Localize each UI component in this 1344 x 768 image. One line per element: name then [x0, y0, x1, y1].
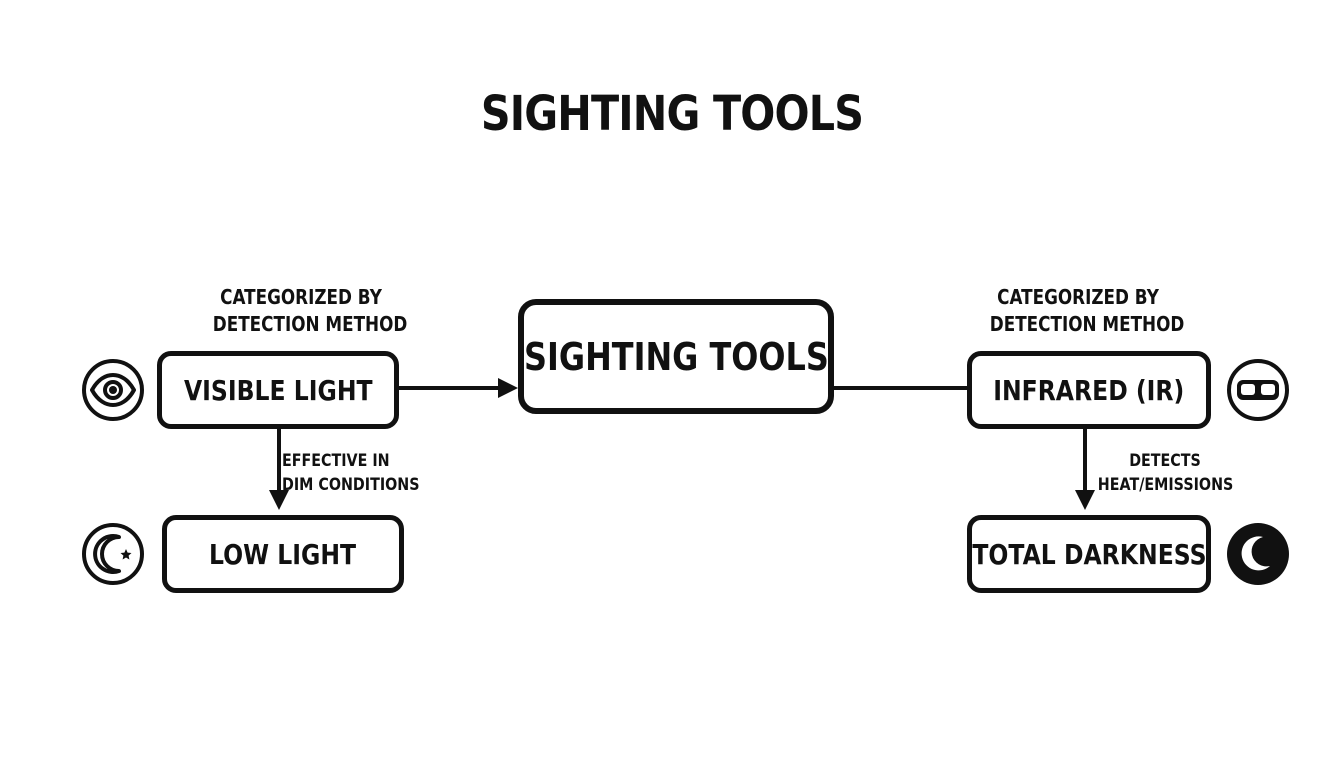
right-category-line1: CATEGORIZED BY	[997, 285, 1159, 309]
node-visible-light: VISIBLE LIGHT	[157, 351, 399, 429]
node-sighting-tools-label: SIGHTING TOOLS	[523, 334, 829, 379]
node-visible-light-label: VISIBLE LIGHT	[183, 373, 373, 407]
node-infrared-label: INFRARED (IR)	[993, 373, 1185, 407]
node-infrared: INFRARED (IR)	[967, 351, 1211, 429]
edge-visible-to-low	[269, 429, 289, 510]
left-category-line2: DETECTION METHOD	[212, 312, 408, 336]
edge-visible-to-center	[399, 378, 518, 398]
left-category-line1: CATEGORIZED BY	[220, 285, 382, 309]
edge-label-ir-to-dark-line2: HEAT/EMISSIONS	[1097, 475, 1234, 495]
edge-label-visible-to-low: EFFECTIVE IN DIM CONDITIONS	[282, 449, 420, 497]
node-low-light: LOW LIGHT	[162, 515, 404, 593]
edge-label-visible-to-low-line2: DIM CONDITIONS	[282, 475, 420, 495]
eye-icon	[82, 359, 144, 421]
node-low-light-label: LOW LIGHT	[209, 537, 357, 571]
edge-ir-to-dark	[1075, 429, 1095, 510]
diagram-title: SIGHTING TOOLS	[480, 86, 864, 142]
left-category-annotation: CATEGORIZED BY DETECTION METHOD	[212, 284, 408, 338]
moon-star-icon	[82, 523, 144, 585]
node-total-darkness: TOTAL DARKNESS	[967, 515, 1211, 593]
right-category-line2: DETECTION METHOD	[989, 312, 1185, 336]
goggles-icon	[1227, 359, 1289, 421]
moon-icon	[1227, 523, 1289, 585]
edge-label-ir-to-dark: DETECTS HEAT/EMISSIONS	[1097, 449, 1234, 497]
edge-label-visible-to-low-line1: EFFECTIVE IN	[282, 451, 390, 471]
right-category-annotation: CATEGORIZED BY DETECTION METHOD	[989, 284, 1185, 338]
node-sighting-tools: SIGHTING TOOLS	[518, 299, 834, 414]
node-total-darkness-label: TOTAL DARKNESS	[971, 537, 1207, 571]
edge-label-ir-to-dark-line1: DETECTS	[1129, 451, 1201, 471]
